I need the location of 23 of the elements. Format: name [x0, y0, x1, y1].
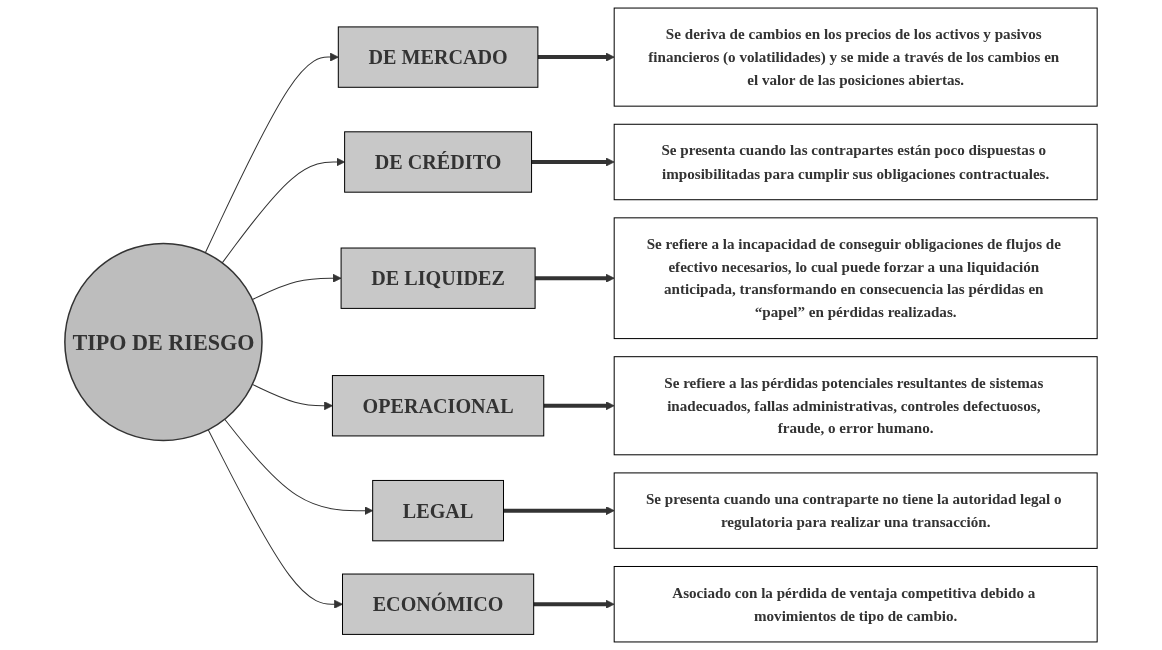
node-box: DE LIQUIDEZ — [340, 247, 536, 309]
arrow — [251, 273, 342, 301]
arrow — [207, 429, 343, 609]
node-box: DE CRÉDITO — [344, 131, 533, 193]
node-box: Se refiere a la incapacidad de conseguir obligaciones de flujos de efectivo necesarios, lo cual puede forzar a una liquidación anticipada, transformando en consecuencia las pérdidas en “papel” en pérdidas realizadas. — [613, 217, 1098, 340]
node-circle: TIPO DE RIESGO — [64, 242, 263, 442]
node-box: OPERACIONAL — [331, 375, 545, 437]
arrow — [251, 383, 333, 411]
node-box: ECONÓMICO — [342, 573, 535, 635]
arrow — [543, 401, 615, 411]
node-box: Se deriva de cambios en los precios de los activos y pasivos financieros (o volatilidades) y se mide a través de los cambios en el valor de las posiciones abiertas. — [613, 7, 1098, 107]
node-box: LEGAL — [372, 479, 504, 542]
arrow — [537, 52, 615, 62]
arrow — [535, 273, 615, 283]
node-box: Se refiere a las pérdidas potenciales resultantes de sistemas inadecuados, fallas administrativas, controles defectuosos, fraude, o error humano. — [613, 356, 1098, 456]
node-box: Asociado con la pérdida de ventaja competitiva debido a movimientos de tipo de cambio. — [613, 566, 1098, 643]
node-box: DE MERCADO — [337, 26, 539, 88]
node-box: Se presenta cuando las contrapartes están poco dispuestas o imposibilitadas para cumplir sus obligaciones contractuales. — [613, 123, 1098, 201]
arrow — [204, 52, 339, 254]
arrow — [531, 157, 615, 167]
arrow — [533, 599, 615, 609]
node-box: Se presenta cuando una contraparte no tiene la autoridad legal o regulatoria para realizar una transacción. — [613, 472, 1098, 549]
arrow — [503, 506, 615, 516]
